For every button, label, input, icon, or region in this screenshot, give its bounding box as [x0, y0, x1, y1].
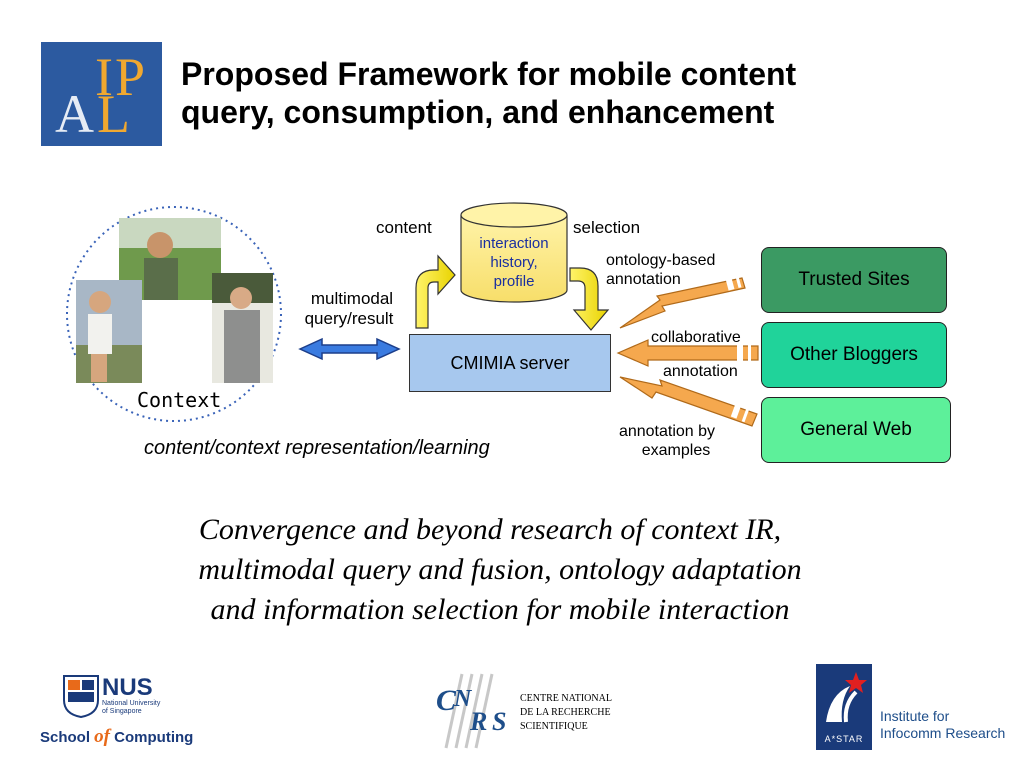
title-line-1: Proposed Framework for mobile content: [181, 56, 797, 92]
cnrs-line-3: SCIENTIFIQUE: [520, 721, 588, 732]
multimodal-label: multimodal query/result: [292, 289, 412, 329]
logo-letter-i: I: [95, 47, 113, 107]
caption: Convergence and beyond research of conte…: [60, 510, 940, 630]
logo-letter-l: L: [97, 84, 130, 144]
nus-crest-icon: [63, 675, 99, 718]
cnrs-line-1: CENTRE NATIONAL: [520, 693, 612, 704]
database-line-2: history,: [490, 254, 538, 271]
ontology-line-1: ontology-based: [606, 252, 716, 269]
examples-annotation-label: annotation by examples: [606, 422, 728, 460]
astar-label: A*STAR: [824, 734, 864, 744]
svg-text:N: N: [453, 686, 473, 712]
ontology-arrow: [619, 275, 746, 329]
other-bloggers-label: Other Bloggers: [790, 344, 918, 365]
logo-letter-p: P: [115, 47, 146, 107]
ontology-line-2: annotation: [606, 271, 681, 288]
context-circle: [66, 206, 282, 422]
page-title: Proposed Framework for mobile content qu…: [181, 55, 981, 131]
school-of: of: [94, 726, 110, 747]
database-cylinder: [460, 202, 568, 303]
other-bloggers-box: Other Bloggers: [761, 322, 947, 388]
general-web-label: General Web: [800, 419, 912, 440]
nus-sub-line-2: of Singapore: [102, 708, 142, 715]
ontology-annotation-label: ontology-based annotation: [606, 251, 715, 289]
cnrs-logo-icon: C N R S: [436, 673, 506, 749]
school-of-computing: School of Computing: [40, 726, 193, 748]
multimodal-double-arrow: [298, 337, 401, 361]
ipal-logo: A I P L: [41, 42, 162, 146]
caption-line-3: and information selection for mobile int…: [210, 593, 790, 626]
content-arrow: [415, 254, 456, 329]
svg-text:R: R: [469, 707, 487, 736]
photo-man-phone: [119, 218, 221, 300]
astar-logo: A*STAR: [816, 664, 872, 750]
multimodal-label-line-2: query/result: [304, 309, 394, 328]
content-label: content: [376, 218, 432, 237]
collaborative-arrow: [616, 339, 759, 367]
photo-child-phone: [76, 280, 142, 383]
context-label: Context: [137, 388, 222, 412]
learning-label: content/context representation/learning: [144, 437, 490, 459]
nus-logo: NUS National University of Singapore Sch…: [40, 672, 193, 748]
collaborative-label-line-2: annotation: [663, 363, 738, 380]
selection-label: selection: [573, 218, 641, 237]
title-line-2: query, consumption, and enhancement: [181, 94, 775, 130]
collaborative-label-line-1: collaborative: [651, 329, 741, 346]
caption-line-1: Convergence and beyond research of conte…: [198, 513, 782, 546]
database-label: interaction history, profile: [461, 234, 567, 291]
database-line-1: interaction: [479, 235, 549, 252]
school-pre: School: [40, 729, 95, 746]
astar-a-icon: [826, 672, 867, 723]
nus-name: NUS: [102, 674, 153, 701]
school-post: Computing: [110, 729, 194, 746]
nus-sub-line-1: National University: [102, 700, 161, 707]
i2r-line-2: Infocomm Research: [880, 725, 1006, 741]
examples-arrow: [619, 376, 758, 427]
logo-letter-a: A: [55, 84, 94, 144]
i2r-text: Institute for Infocomm Research: [880, 708, 1005, 742]
cnrs-text: CENTRE NATIONAL DE LA RECHERCHE SCIENTIF…: [520, 692, 612, 734]
i2r-line-1: Institute for: [880, 708, 950, 724]
examples-line-1: annotation by: [618, 423, 716, 440]
examples-line-2: examples: [641, 442, 711, 459]
general-web-box: General Web: [761, 397, 951, 463]
trusted-sites-box: Trusted Sites: [761, 247, 947, 313]
server-label: CMIMIA server: [450, 352, 570, 373]
database-line-3: profile: [493, 273, 535, 290]
svg-text:C: C: [436, 684, 457, 717]
cmimia-server-box: CMIMIA server: [409, 334, 611, 392]
trusted-sites-label: Trusted Sites: [798, 269, 910, 290]
photo-woman-phone: [212, 273, 273, 383]
multimodal-label-line-1: multimodal: [310, 289, 394, 308]
nus-subtitle: National University of Singapore: [102, 700, 160, 716]
selection-arrow: [569, 267, 610, 331]
svg-text:S: S: [492, 707, 506, 736]
caption-line-2: multimodal query and fusion, ontology ad…: [198, 553, 802, 586]
cnrs-line-2: DE LA RECHERCHE: [520, 707, 611, 718]
